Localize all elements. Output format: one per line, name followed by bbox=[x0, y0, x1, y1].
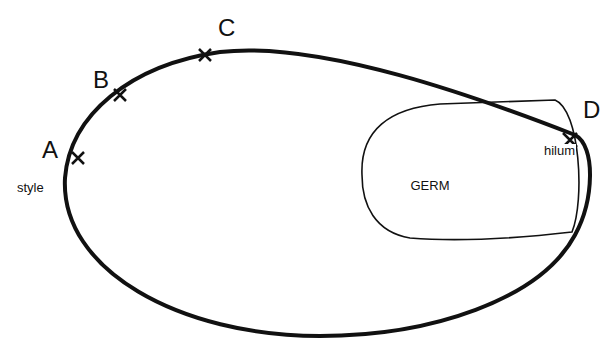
part-name: hilum bbox=[543, 144, 576, 157]
point-marks bbox=[72, 49, 577, 164]
point-mark bbox=[114, 89, 126, 101]
germ-outline bbox=[355, 95, 590, 247]
germ-region: GERM bbox=[355, 95, 590, 247]
kernel-outline bbox=[65, 50, 590, 336]
point-letter: B bbox=[93, 68, 109, 92]
node-label: GERM bbox=[411, 179, 450, 192]
point-mark bbox=[199, 49, 211, 61]
part-name: style bbox=[17, 181, 44, 194]
germ-outline bbox=[362, 100, 579, 240]
point-letter: A bbox=[42, 138, 58, 162]
point-mark bbox=[72, 152, 84, 164]
point-letter: C bbox=[218, 16, 235, 40]
point-letter: D bbox=[583, 98, 600, 122]
